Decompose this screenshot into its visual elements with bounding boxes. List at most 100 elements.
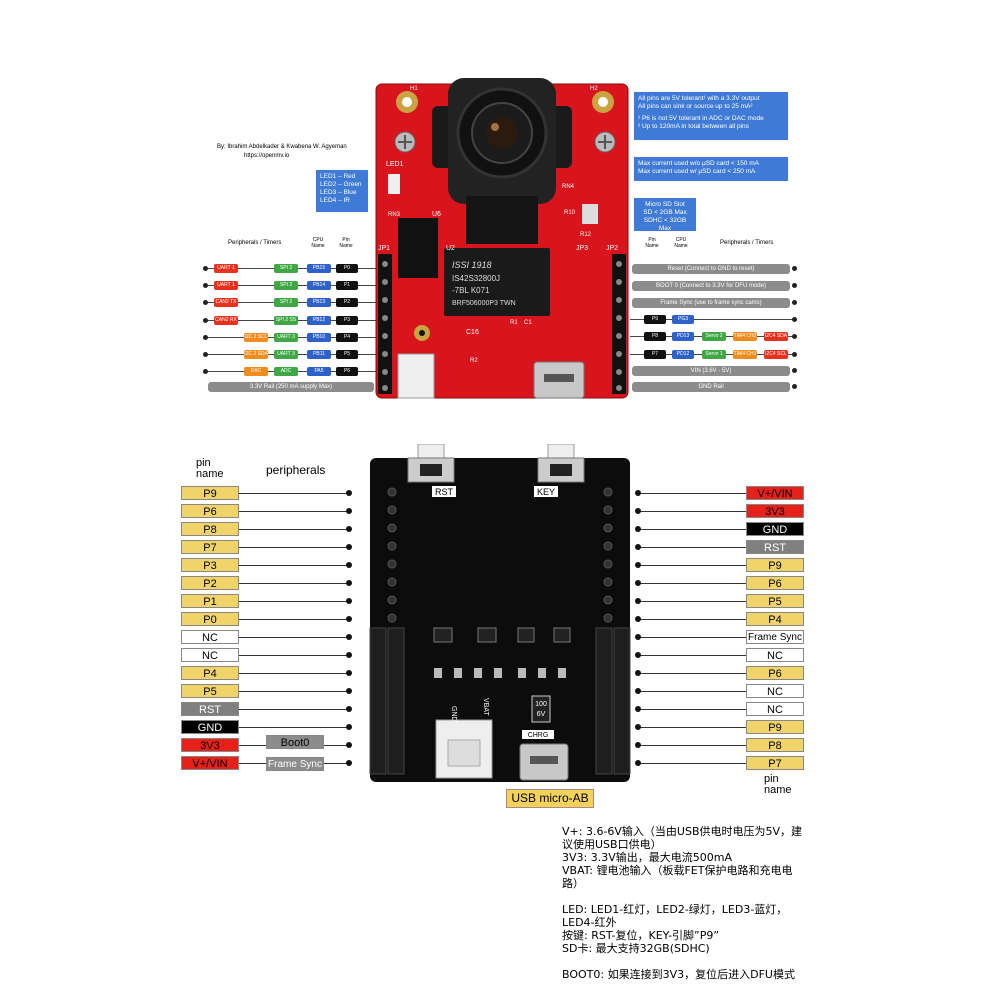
vin-rail-bar: VIN (3.6V - 5V) [632,366,790,376]
pin-label: NC [746,648,804,662]
pin-lead-dot [346,598,352,604]
pin-lead-dot [635,760,641,766]
pin-name-tag: P9 [644,315,666,324]
pin-lead-line [239,565,349,566]
right-cpu-header: CPU Name [674,237,688,249]
peripheral-tag: CAN2 RX [214,316,238,325]
peripheral-label: Boot0 [266,735,324,749]
pin-lead-dot [635,652,641,658]
pin-lead-line [239,529,349,530]
peripheral-tag: SPI 2 SCLK [274,298,298,307]
rst-silk-box [432,486,456,497]
pin-lead-dot [792,384,797,389]
pin-lead-line [638,511,746,512]
pin-lead-dot [635,616,641,622]
pin-lead-dot [203,300,208,305]
header-line: pin [196,457,211,469]
board-silk-label: RN3 [388,212,401,218]
pin-lead-line [239,673,349,674]
footer-line: pin [764,773,779,785]
pin-lead-line [239,493,349,494]
note-line: LED: LED1-红灯，LED2-绿灯，LED3-蓝灯， [562,903,788,916]
chrg-silk-label: CHRG [528,732,549,739]
pin-lead-dot [346,652,352,658]
rst-silk-label: RST [435,487,454,497]
peripheral-tag: I2C 2 SCL [244,333,268,342]
pin-lead-dot [635,706,641,712]
pin-name-tag: P3 [336,316,358,325]
pin-label: 3V3 [181,738,239,752]
pin-lead-dot [203,369,208,374]
board-silk-label: C16 [466,329,479,336]
cpu-name-tag: PB11 [307,350,331,359]
peripheral-tag: UART 3 RX [274,350,298,359]
led-legend-line: LED1 – Red [320,173,356,180]
pin-label: V+/VIN [746,486,804,500]
pin-lead-dot [346,670,352,676]
openmv-board-image: ISSI 1918 IS42S32800J -7BL K071 BRF50600… [375,78,629,399]
pin-name-tag: P5 [336,350,358,359]
chip-line: BRF506000P3 TWN [452,300,516,307]
board-silk-label: LED1 [386,161,404,168]
cpu-name-tag: PB13 [307,298,331,307]
pin-lead-line [638,637,746,638]
pin-label: P6 [181,504,239,518]
note-line [562,955,802,968]
pin-lead-line [239,691,349,692]
board-silk-label: R2 [470,358,478,364]
peripheral-tag: UART 1 TX [214,281,238,290]
pin-lead-line [239,583,349,584]
url-text: https://openmv.io [244,153,290,159]
pin-lead-dot [203,266,208,271]
pin-lead-line [638,727,746,728]
pin-label: GND [746,522,804,536]
footer-line: name [764,784,792,796]
pin-lead-line [239,547,349,548]
info-line: All pins are 5V tolerant¹ with a 3.3V ou… [638,95,760,102]
note-line: 路） [562,877,584,890]
note-line: 3V3: 3.3V输出，最大电流500mA [562,851,732,864]
board-silk-label: JP2 [606,245,618,252]
chip-line: IS42S32800J [452,274,500,283]
pin-label: Frame Sync [746,630,804,644]
peripheral-tag: SPI 2 MISO [274,281,298,290]
pin-label: RST [181,702,239,716]
pin-lead-line [630,319,794,320]
peripheral-tag: TIM4 CH1 [733,350,757,359]
peripheral-label: Frame Sync [266,757,324,771]
note-line: 议使用USB口供电） [562,838,662,851]
cpu-name-tag: PG3 [672,315,694,324]
pin-name-tag: P1 [336,281,358,290]
power-rail-bar: 3.3V Rail (250 mA supply Max) [208,382,374,392]
led-legend-box: LED1 – Red LED2 – Green LED3 – Blue LED4… [316,170,368,212]
pin-lead-dot [346,616,352,622]
key-silk-box [534,486,558,497]
peripheral-tag: ADC [274,367,298,376]
pin-lead-dot [635,490,641,496]
pin-lead-dot [635,670,641,676]
pin-lead-dot [346,544,352,550]
board-silk-label: JP3 [576,245,588,252]
authors-text: By: Ibrahim Abdelkader & Kwabena W. Agye… [217,144,347,150]
pin-label: P8 [746,738,804,752]
left-pin-header: Pin Name [339,237,353,249]
info-sd-box: Micro SD Slot SD < 2GB Max SDHC < 32GB M… [634,198,696,232]
cpu-name-tag: PA5 [307,367,331,376]
board-silk-label: R12 [580,232,592,238]
pin-lead-dot [792,266,797,271]
cap-silk-label: 100 [535,701,547,708]
pin-lead-line [638,601,746,602]
pin-lead-line [638,709,746,710]
pin-lead-dot [346,742,352,748]
peripheral-tag: TIM4 CH2 [733,332,757,341]
pin-lead-line [638,691,746,692]
pin-lead-dot [346,508,352,514]
pin-lead-dot [346,706,352,712]
pin-lead-dot [635,526,641,532]
pin-name-tag: P7 [644,350,666,359]
pin-lead-dot [635,562,641,568]
pin-lead-dot [635,598,641,604]
pin-label: NC [181,630,239,644]
led-legend-line: LED4 – IR [320,197,350,204]
